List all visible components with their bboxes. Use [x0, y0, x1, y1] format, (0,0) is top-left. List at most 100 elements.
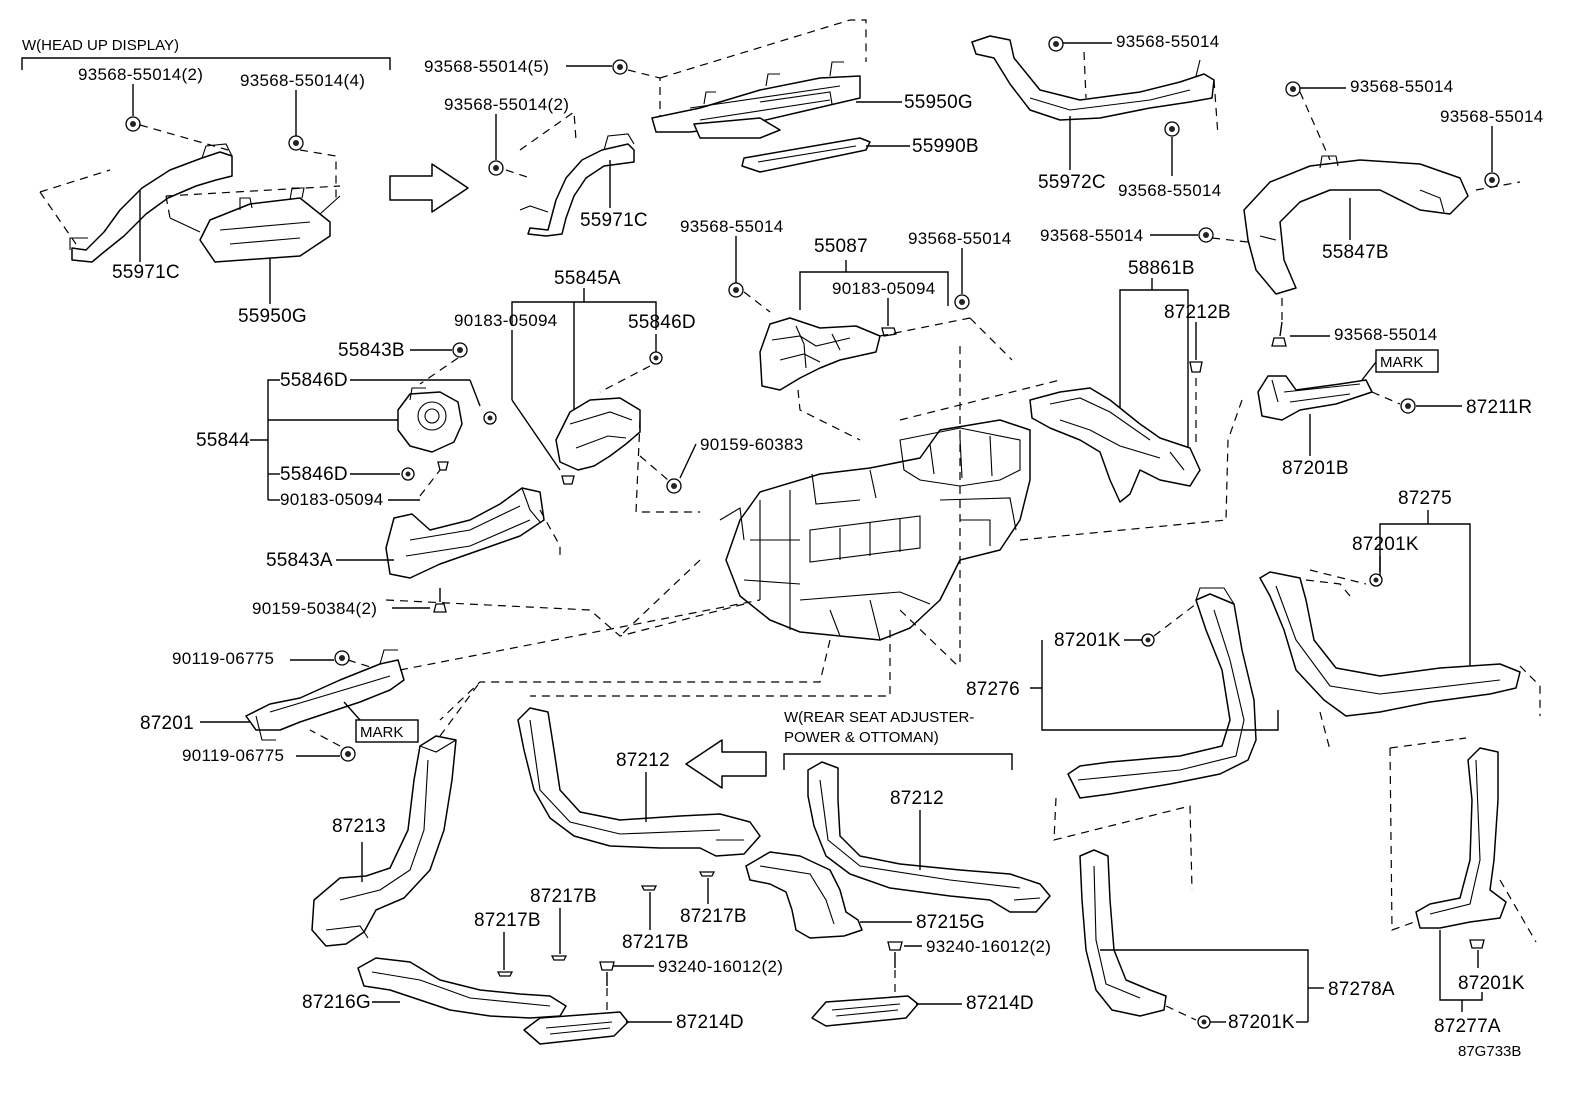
fastener-icon [1189, 361, 1203, 373]
group-87201b: MARK 87211R 87201B [1225, 349, 1532, 521]
label-87217b-a: 87217B [474, 910, 541, 931]
screw-icon [288, 135, 304, 151]
mark-box: MARK [355, 719, 419, 743]
group-87275: 87275 87201K [1259, 488, 1541, 751]
label-55847b: 55847B [1322, 242, 1389, 263]
label-93568-55014-mid: 93568-55014 [1118, 181, 1222, 200]
label-93568-55014-5: 93568-55014(5) [424, 57, 549, 76]
duct-87216g [357, 957, 567, 1019]
clip-icon [561, 475, 575, 485]
screw-icon [488, 160, 504, 176]
bracket-87201 [245, 649, 405, 741]
group-87201: 90119-06775 87201 MARK 90119-06775 [140, 599, 761, 765]
label-87214d-b: 87214D [966, 993, 1034, 1014]
group-head-up-display: W(HEAD UP DISPLAY) 93568-55014(2) 93568-… [21, 37, 391, 327]
group-55843a: 55843A 90159-50384(2) [252, 487, 761, 637]
label-87213: 87213 [332, 816, 386, 837]
screw-icon [1198, 227, 1214, 243]
label-55843a: 55843A [266, 550, 333, 571]
duct-55087 [759, 317, 881, 391]
label-87201: 87201 [140, 713, 194, 734]
hvac-unit [719, 419, 1031, 641]
group-87215g: 87215G [745, 851, 985, 939]
duct-87215g [745, 851, 863, 939]
group-87276: 87201K 87276 [966, 587, 1279, 891]
bolt-icon [599, 961, 615, 986]
duct-87277a [1415, 747, 1507, 929]
screw-icon [401, 467, 415, 481]
label-55087: 55087 [814, 236, 868, 257]
screw-icon [1141, 633, 1155, 647]
label-87201k-d: 87201K [1458, 973, 1525, 994]
label-87201k-a: 87201K [1352, 534, 1419, 555]
duct-87275 [1259, 571, 1521, 717]
duct-55847b [1243, 155, 1469, 295]
label-87201b: 87201B [1282, 458, 1349, 479]
arrow-right-icon [389, 163, 469, 213]
duct-87213 [311, 735, 457, 947]
label-55990b: 55990B [912, 136, 979, 157]
screw-icon [1197, 1015, 1211, 1029]
screw-icon [1369, 573, 1383, 587]
label-87214d-a: 87214D [676, 1012, 744, 1033]
group-87212-left: 87212 [517, 707, 767, 857]
label-55846d-a: 55846D [628, 312, 696, 333]
bracket-87201b [1257, 375, 1373, 421]
label-55971c-b: 55971C [580, 210, 648, 231]
screw-icon [666, 478, 682, 494]
label-87217b-d: 87217B [680, 906, 747, 927]
bolt-icon [887, 941, 903, 968]
label-93568-55014-r1: 93568-55014 [1350, 77, 1454, 96]
diagram-id: 87G733B [1458, 1043, 1521, 1060]
label-87278a: 87278A [1328, 979, 1395, 1000]
screw-icon [483, 411, 497, 425]
label-87215g: 87215G [916, 912, 985, 933]
label-90119-06775-b: 90119-06775 [182, 746, 284, 765]
label-87212-a: 87212 [616, 750, 670, 771]
label-93568-55014-r3: 93568-55014 [1040, 226, 1144, 245]
label-90159-50384: 90159-50384(2) [252, 599, 377, 618]
duct-55845a [555, 397, 641, 471]
label-87275: 87275 [1398, 488, 1452, 509]
mark-box: MARK [1375, 349, 1439, 373]
screw-icon [1048, 36, 1064, 52]
label-93568-55014-4: 93568-55014(4) [240, 71, 365, 90]
label-87211r: 87211R [1466, 397, 1532, 418]
label-90183-05094-c: 90183-05094 [832, 279, 936, 298]
label-58861b: 58861B [1128, 258, 1195, 279]
screw-icon [954, 294, 970, 310]
bolt-icon [1271, 321, 1287, 347]
grille-87214d-right [811, 995, 919, 1027]
screw-icon [1285, 81, 1301, 97]
label-87212-b: 87212 [890, 788, 944, 809]
duct-87212-left [517, 707, 761, 857]
note-rear-seat-line2: POWER & OTTOMAN) [784, 729, 939, 746]
bolt-icon [433, 588, 447, 613]
panel-55950g-right [651, 61, 861, 139]
duct-87212-right [807, 761, 1051, 913]
label-93240-16012-b: 93240-16012(2) [926, 937, 1051, 956]
screw-icon [1164, 121, 1180, 137]
screw-icon [452, 342, 468, 358]
label-93568-55014-2-a: 93568-55014(2) [78, 65, 203, 84]
label-90159-60383: 90159-60383 [700, 435, 804, 454]
group-87277a: 87201K 87277A [1389, 737, 1537, 1037]
label-93568-55014-top: 93568-55014 [1116, 32, 1220, 51]
clip-icon [550, 955, 568, 961]
clip-icon [437, 461, 449, 471]
screw-icon [612, 59, 628, 75]
label-90183-05094-b: 90183-05094 [280, 490, 384, 509]
duct-55972c [971, 35, 1215, 121]
group-87213: 87213 [311, 681, 481, 947]
mark-label-right: MARK [1380, 354, 1423, 371]
label-55846d-b: 55846D [280, 370, 348, 391]
label-93568-55014-r2: 93568-55014 [1440, 107, 1544, 126]
label-87277a: 87277A [1434, 1016, 1501, 1037]
label-55843b: 55843B [338, 340, 405, 361]
label-93568-55014-c2: 93568-55014 [908, 229, 1012, 248]
label-55844: 55844 [196, 430, 250, 451]
duct-55971c-left [69, 143, 233, 263]
group-55844: 55843B 55846D 55844 55846D 90183-05094 [196, 340, 497, 509]
group-87214d-right: 93240-16012(2) 87214D [811, 937, 1051, 1027]
